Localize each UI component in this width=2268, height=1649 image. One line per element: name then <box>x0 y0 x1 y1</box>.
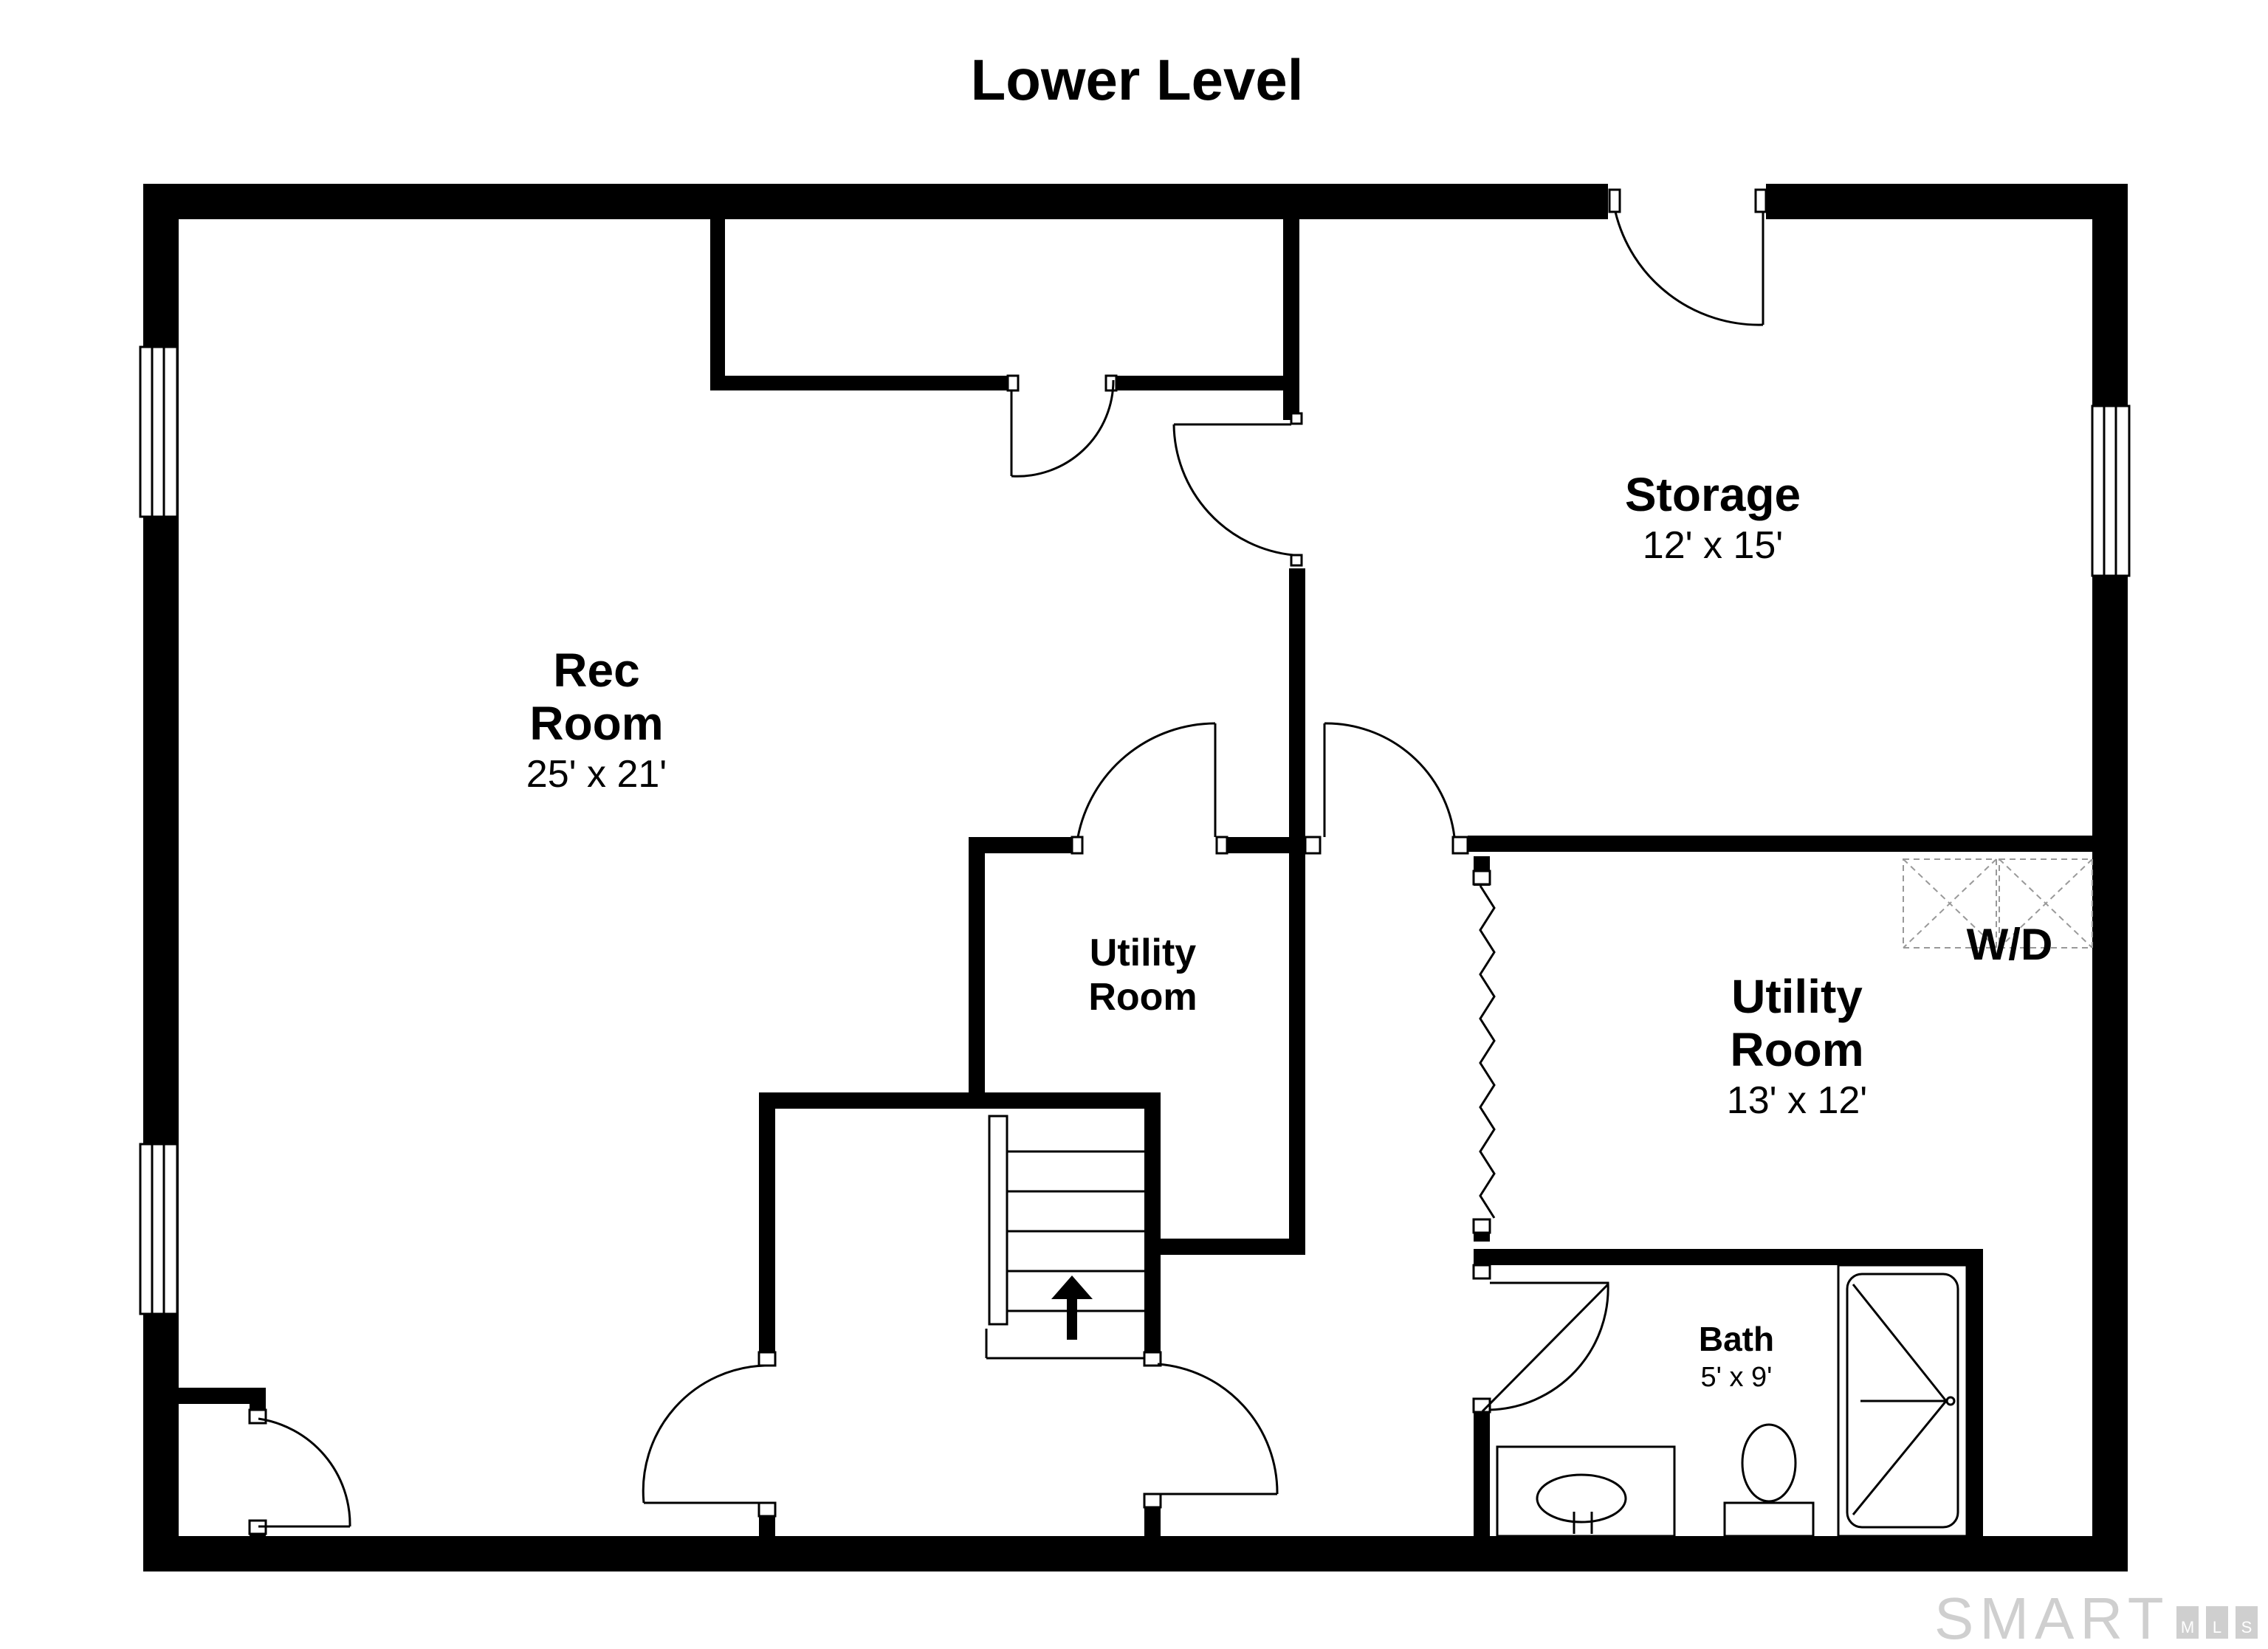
room-utility-small: Utility Room <box>1088 932 1197 1019</box>
door-closet <box>1006 374 1118 478</box>
window-west-upper <box>139 345 179 518</box>
storage-dims: 12' x 15' <box>1643 524 1783 567</box>
door-utility-small <box>1071 722 1228 855</box>
door-rec-storage <box>1172 412 1303 567</box>
bath-fixtures <box>1496 1264 1968 1538</box>
rec-room-name-line1: Rec <box>553 644 639 697</box>
window-west-lower <box>139 1143 179 1315</box>
rec-room-name-line2: Room <box>529 697 663 750</box>
toilet-icon <box>1723 1423 1815 1538</box>
washer-dryer-icon <box>1903 858 2093 949</box>
interior-walls <box>179 219 2092 1536</box>
up-arrow-icon <box>1051 1276 1093 1340</box>
storage-name: Storage <box>1625 468 1801 521</box>
watermark-suffix-s: S <box>2241 1618 2252 1636</box>
stairs <box>985 1115 1144 1360</box>
utility-large-name-line2: Room <box>1730 1023 1863 1076</box>
utility-small-name-line1: Utility <box>1090 932 1197 974</box>
bath-dims: 5' x 9' <box>1701 1362 1773 1393</box>
room-utility-large: Utility Room 13' x 12' <box>1727 970 1867 1122</box>
watermark-text: SMART <box>1934 1586 2170 1649</box>
smart-mls-watermark: SMART M L S <box>1934 1586 2258 1649</box>
plan-title: Lower Level <box>971 47 1304 112</box>
sink-icon <box>1496 1445 1676 1538</box>
utility-small-name-line2: Room <box>1088 976 1197 1019</box>
rec-room-dims: 25' x 21' <box>526 753 667 796</box>
door-storage-exterior <box>1608 188 1767 326</box>
utility-large-dims: 13' x 12' <box>1727 1079 1867 1122</box>
window-east <box>2091 404 2131 577</box>
door-utility-bifold <box>1472 870 1496 1234</box>
door-storage-hall <box>1304 722 1469 855</box>
washer-dryer-label: W/D <box>1967 920 2053 969</box>
room-rec-room: Rec Room 25' x 21' <box>526 644 667 796</box>
door-entry <box>248 1408 351 1535</box>
door-stair-double <box>642 1351 1279 1518</box>
watermark-suffix-l: L <box>2213 1618 2221 1636</box>
bath-name: Bath <box>1699 1320 1774 1358</box>
room-storage: Storage 12' x 15' <box>1625 468 1801 567</box>
doors <box>248 188 1767 1535</box>
door-bath <box>1472 1264 1609 1414</box>
utility-large-name-line1: Utility <box>1731 970 1863 1023</box>
watermark-suffix-m: M <box>2181 1618 2194 1636</box>
room-bath: Bath 5' x 9' <box>1699 1320 1774 1393</box>
exterior-walls <box>143 184 2128 1571</box>
shower-icon <box>1837 1264 1968 1538</box>
windows <box>139 345 2131 1315</box>
